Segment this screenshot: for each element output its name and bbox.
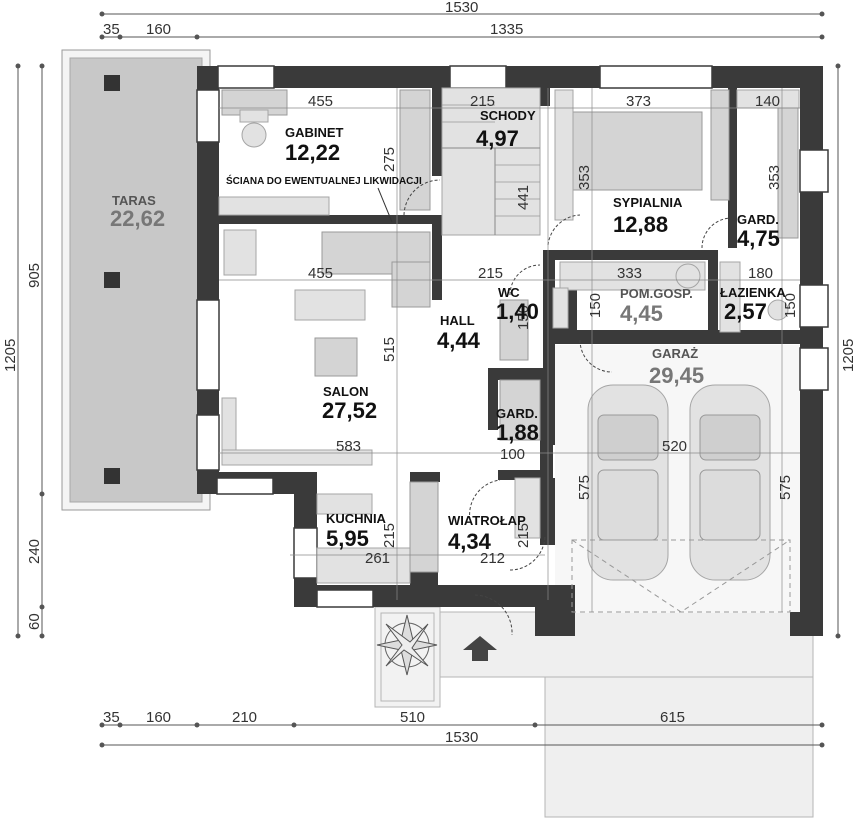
room-area-wiatrolap: 4,34 — [448, 529, 492, 554]
room-area-schody: 4,97 — [476, 126, 519, 151]
room-area-wc: 1,40 — [496, 299, 539, 324]
room-name-pom-gosp: POM.GOSP. — [620, 286, 693, 301]
dim-515: 515 — [381, 337, 398, 362]
room-name-sypialnia: SYPIALNIA — [613, 195, 683, 210]
dim-575-right: 575 — [777, 475, 794, 500]
dim-100: 100 — [500, 446, 525, 463]
dim-bottom-total: 1530 — [445, 729, 478, 746]
plant-icon — [376, 614, 438, 676]
dim-140: 140 — [755, 93, 780, 110]
room-name-gard1: GARD. — [737, 212, 779, 227]
dim-212: 212 — [480, 550, 505, 567]
room-name-wiatrolap: WIATROŁAP — [448, 513, 526, 528]
paving — [374, 606, 814, 818]
room-area-pom-gosp: 4,45 — [620, 301, 663, 326]
room-name-schody: SCHODY — [480, 108, 536, 123]
dim-455-mid: 455 — [308, 265, 333, 282]
room-area-kuchnia: 5,95 — [326, 526, 369, 551]
door-swings — [403, 179, 731, 636]
dim-bottom-d: 510 — [400, 709, 425, 726]
dim-215-mid: 215 — [478, 265, 503, 282]
dim-top-c: 1335 — [490, 21, 523, 38]
dim-right-total: 1205 — [840, 339, 857, 372]
room-name-lazienka: ŁAZIENKA — [720, 285, 786, 300]
room-area-lazienka: 2,57 — [724, 299, 767, 324]
room-name-gard2: GARD. — [496, 406, 538, 421]
dim-353-right: 353 — [766, 165, 783, 190]
room-area-sypialnia: 12,88 — [613, 212, 668, 237]
dim-bottom-e: 615 — [660, 709, 685, 726]
dim-bottom-a: 35 — [103, 709, 120, 726]
room-area-taras: 22,62 — [110, 206, 165, 231]
room-area-gard1: 4,75 — [737, 226, 780, 251]
room-name-gabinet: GABINET — [285, 125, 344, 140]
dim-583: 583 — [336, 438, 361, 455]
dim-top-a: 35 — [103, 21, 120, 38]
dim-top-b: 160 — [146, 21, 171, 38]
room-area-garaz: 29,45 — [649, 363, 704, 388]
dim-215-kitchen: 215 — [381, 523, 398, 548]
dim-373: 373 — [626, 93, 651, 110]
dim-bottom-c: 210 — [232, 709, 257, 726]
room-area-gard2: 1,88 — [496, 420, 539, 445]
dim-261: 261 — [365, 550, 390, 567]
dim-150b: 150 — [587, 293, 604, 318]
room-name-garaz: GARAŻ — [652, 346, 698, 361]
dim-150c: 150 — [782, 293, 799, 318]
dim-455-top: 455 — [308, 93, 333, 110]
dim-left-60: 60 — [26, 613, 43, 630]
entry-arrow-icon — [463, 636, 497, 661]
dim-left-905: 905 — [26, 263, 43, 288]
terrace — [61, 49, 211, 511]
room-labels: TARAS 22,62 GABINET 12,22 SCHODY 4,97 SY… — [110, 108, 786, 554]
room-name-salon: SALON — [323, 384, 369, 399]
cars — [571, 384, 791, 613]
room-name-hall: HALL — [440, 313, 475, 328]
dim-333: 333 — [617, 265, 642, 282]
room-area-gabinet: 12,22 — [285, 140, 340, 165]
dim-215-hall: 215 — [515, 523, 532, 548]
dim-left-240: 240 — [26, 539, 43, 564]
dim-353-left: 353 — [576, 165, 593, 190]
room-name-wc: WC — [498, 285, 520, 300]
dimension-lines — [15, 11, 841, 748]
dim-150a: 150 — [515, 305, 532, 330]
dim-215-top: 215 — [470, 93, 495, 110]
wall-removal-note: ŚCIANA DO EWENTUALNEJ LIKWIDACJI — [226, 174, 422, 187]
dim-575-left: 575 — [576, 475, 593, 500]
dim-180: 180 — [748, 265, 773, 282]
dim-bottom-b: 160 — [146, 709, 171, 726]
furniture — [218, 87, 800, 584]
dim-top-total: 1530 — [445, 0, 478, 16]
room-name-taras: TARAS — [112, 193, 156, 208]
room-area-hall: 4,44 — [437, 328, 481, 353]
dim-520: 520 — [662, 438, 687, 455]
room-area-salon: 27,52 — [322, 398, 377, 423]
grid-lines — [219, 88, 800, 612]
dim-left-total: 1205 — [2, 339, 19, 372]
windows — [196, 65, 829, 608]
dim-441: 441 — [515, 185, 532, 210]
dim-275: 275 — [381, 147, 398, 172]
room-name-kuchnia: KUCHNIA — [326, 511, 387, 526]
dimension-labels: 1530 35 160 1335 35 160 210 510 615 1530… — [2, 0, 857, 746]
